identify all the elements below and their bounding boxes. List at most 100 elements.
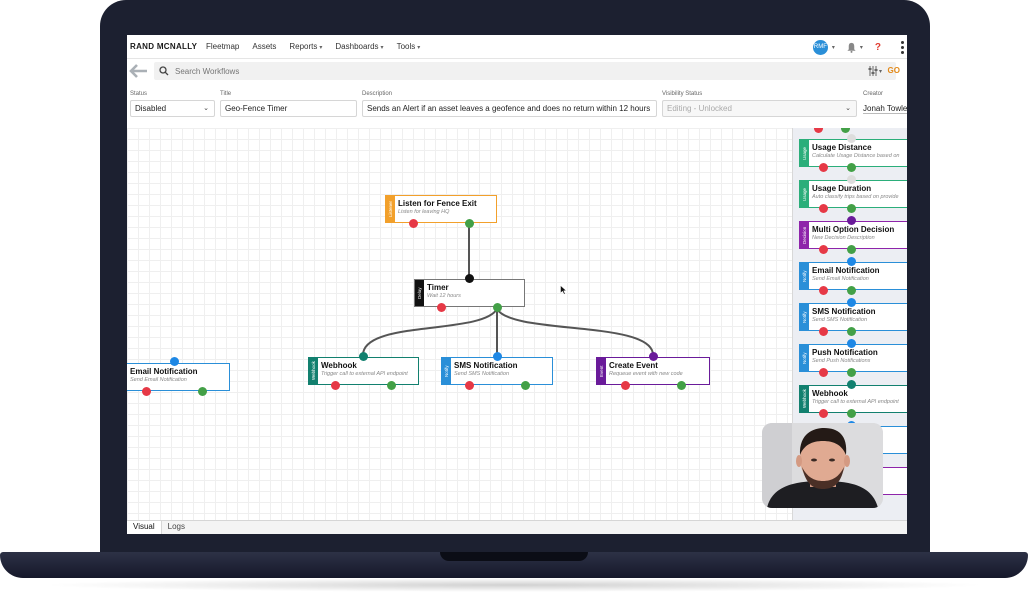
caret-down-icon[interactable]: ▾: [831, 44, 835, 51]
output-success-port[interactable]: [847, 327, 856, 336]
mouse-cursor-icon: [560, 285, 567, 295]
input-port[interactable]: [847, 380, 856, 389]
help-icon[interactable]: ?: [874, 41, 881, 53]
output-success-port[interactable]: [465, 219, 474, 228]
chevron-down-icon: ⌄: [203, 105, 209, 112]
tab-logs[interactable]: Logs: [167, 522, 186, 531]
node-subtitle: Trigger call to external API endpoint: [321, 371, 408, 377]
output-failure-port[interactable]: [819, 327, 828, 336]
input-port[interactable]: [847, 257, 856, 266]
output-failure-port[interactable]: [331, 381, 340, 390]
input-port[interactable]: [847, 175, 856, 184]
output-success-port[interactable]: [677, 381, 686, 390]
status-select[interactable]: Disabled⌄: [130, 100, 215, 117]
caret-down-icon[interactable]: ▾: [859, 44, 863, 51]
nav-reports[interactable]: Reports▾: [289, 42, 322, 51]
node-title: Email Notification: [130, 367, 198, 376]
input-port[interactable]: [170, 357, 179, 366]
output-success-port[interactable]: [198, 387, 207, 396]
node-title: Webhook: [321, 361, 357, 370]
visibility-select[interactable]: Editing - Unlocked⌄: [662, 100, 857, 117]
title-input[interactable]: Geo-Fence Timer: [220, 100, 357, 117]
input-port[interactable]: [847, 134, 856, 143]
workflow-canvas[interactable]: [127, 128, 792, 520]
caret-down-icon: ▾: [380, 45, 384, 51]
output-failure-port[interactable]: [819, 245, 828, 254]
output-success-port[interactable]: [847, 409, 856, 418]
node-title: Create Event: [609, 361, 658, 370]
node-subtitle: Send SMS Notification: [454, 371, 510, 377]
output-success-port[interactable]: [847, 286, 856, 295]
output-failure-port[interactable]: [819, 204, 828, 213]
palette-node-title: Webhook: [812, 389, 848, 398]
output-failure-port[interactable]: [819, 368, 828, 377]
creator-label: Creator: [863, 91, 884, 97]
output-failure-port[interactable]: [819, 163, 828, 172]
palette-node-title: SMS Notification: [812, 307, 876, 316]
back-arrow-icon[interactable]: [129, 64, 149, 78]
node-type-tag: Webhook: [800, 386, 809, 412]
input-port[interactable]: [649, 352, 658, 361]
node-create-event[interactable]: Event Create Event Requeue event with ne…: [596, 357, 710, 385]
input-port[interactable]: [847, 339, 856, 348]
node-title: Timer: [427, 283, 449, 292]
status-label: Status: [130, 91, 148, 97]
tab-visual[interactable]: Visual: [127, 521, 162, 534]
output-success-port[interactable]: [387, 381, 396, 390]
brand-logo[interactable]: RAND MCNALLY: [130, 42, 198, 51]
palette-node-subtitle: Send Email Notification: [812, 276, 869, 282]
input-port[interactable]: [493, 352, 502, 361]
input-port[interactable]: [847, 298, 856, 307]
node-type-tag: Notify: [800, 304, 809, 330]
output-success-port[interactable]: [847, 368, 856, 377]
caret-down-icon: ▾: [319, 45, 323, 51]
input-port[interactable]: [847, 216, 856, 225]
output-failure-port[interactable]: [142, 387, 151, 396]
output-success-port[interactable]: [847, 204, 856, 213]
output-failure-port[interactable]: [465, 381, 474, 390]
node-webhook[interactable]: Webhook Webhook Trigger call to external…: [308, 357, 419, 385]
output-success-port[interactable]: [521, 381, 530, 390]
nav-reports-label: Reports: [289, 42, 318, 51]
search-input[interactable]: [175, 66, 775, 76]
description-label: Description: [362, 91, 393, 97]
output-failure-port[interactable]: [437, 303, 446, 312]
input-port[interactable]: [359, 352, 368, 361]
output-failure-port: [814, 128, 823, 133]
palette-node-subtitle: Send Push Notifications: [812, 358, 871, 364]
output-success-port[interactable]: [847, 163, 856, 172]
nav-assets[interactable]: Assets: [252, 42, 276, 51]
output-failure-port[interactable]: [409, 219, 418, 228]
output-success-port[interactable]: [847, 245, 856, 254]
search-bar: ▾ GO: [127, 60, 907, 82]
status-field: Status Disabled⌄: [130, 91, 215, 117]
output-failure-port[interactable]: [819, 286, 828, 295]
search-icon: [159, 66, 169, 76]
nav-dashboards[interactable]: Dashboards▾: [335, 42, 383, 51]
presenter-webcam: [762, 423, 883, 508]
go-button[interactable]: GO: [887, 66, 900, 75]
filter-sliders-icon[interactable]: ▾: [868, 66, 884, 76]
node-email-notification[interactable]: Email Notification Send Email Notificati…: [127, 363, 230, 391]
node-listen-for-fence-exit[interactable]: Listener Listen for Fence Exit Listen fo…: [385, 195, 497, 223]
nav-fleetmap[interactable]: Fleetmap: [206, 42, 239, 51]
node-sms-notification[interactable]: Notify SMS Notification Send SMS Notific…: [441, 357, 553, 385]
output-success-port[interactable]: [493, 303, 502, 312]
output-failure-port[interactable]: [621, 381, 630, 390]
palette-node-subtitle: Send SMS Notification: [812, 317, 868, 323]
nav-fleetmap-label: Fleetmap: [206, 42, 240, 51]
nav-assets-label: Assets: [252, 42, 277, 51]
description-input[interactable]: Sends an Alert if an asset leaves a geof…: [362, 100, 657, 117]
node-type-tag: Delay: [415, 280, 424, 306]
node-timer[interactable]: Delay Timer Wait 12 hours: [414, 279, 525, 307]
node-type-tag: Notify: [800, 263, 809, 289]
nav-tools[interactable]: Tools▾: [397, 42, 421, 51]
input-port[interactable]: [465, 274, 474, 283]
output-failure-port[interactable]: [819, 409, 828, 418]
palette-node-title: Usage Duration: [812, 184, 872, 193]
avatar[interactable]: RMF: [812, 39, 828, 55]
bell-icon[interactable]: [846, 42, 857, 53]
more-menu-icon[interactable]: [901, 40, 905, 54]
